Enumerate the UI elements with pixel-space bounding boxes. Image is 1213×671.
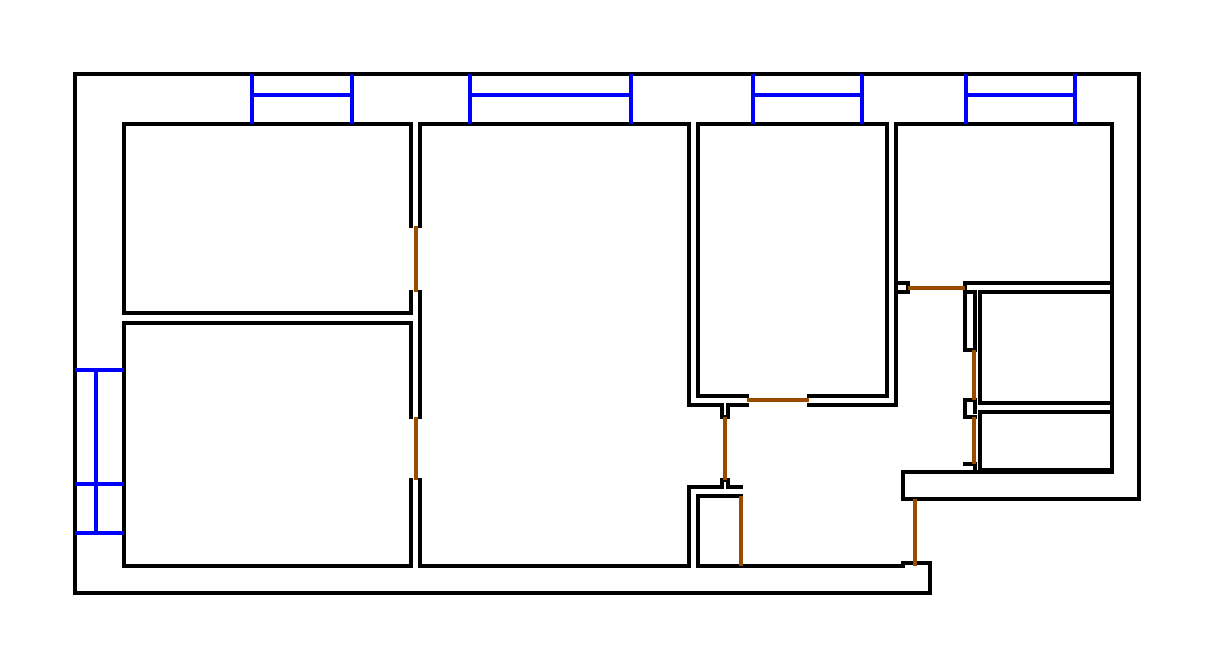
room-storage-wall — [696, 494, 905, 568]
room-center-bottom-wall — [418, 478, 743, 568]
room-center-wall — [418, 122, 749, 419]
windows-layer — [75, 74, 1077, 535]
doors-layer — [414, 226, 976, 566]
window-top-3 — [751, 74, 864, 124]
walls-layer — [73, 72, 1141, 595]
window-top-1 — [250, 74, 354, 124]
window-left — [75, 368, 124, 535]
room-third-outer-wall — [807, 122, 898, 407]
room-bath-wall — [963, 398, 1114, 472]
window-top-2 — [468, 74, 633, 124]
window-top-4 — [964, 74, 1077, 124]
partition-right-corridor — [963, 290, 1114, 405]
room-bottom-left-wall — [122, 321, 413, 568]
room-third-wall — [696, 122, 889, 398]
room-top-left-wall — [122, 122, 413, 315]
